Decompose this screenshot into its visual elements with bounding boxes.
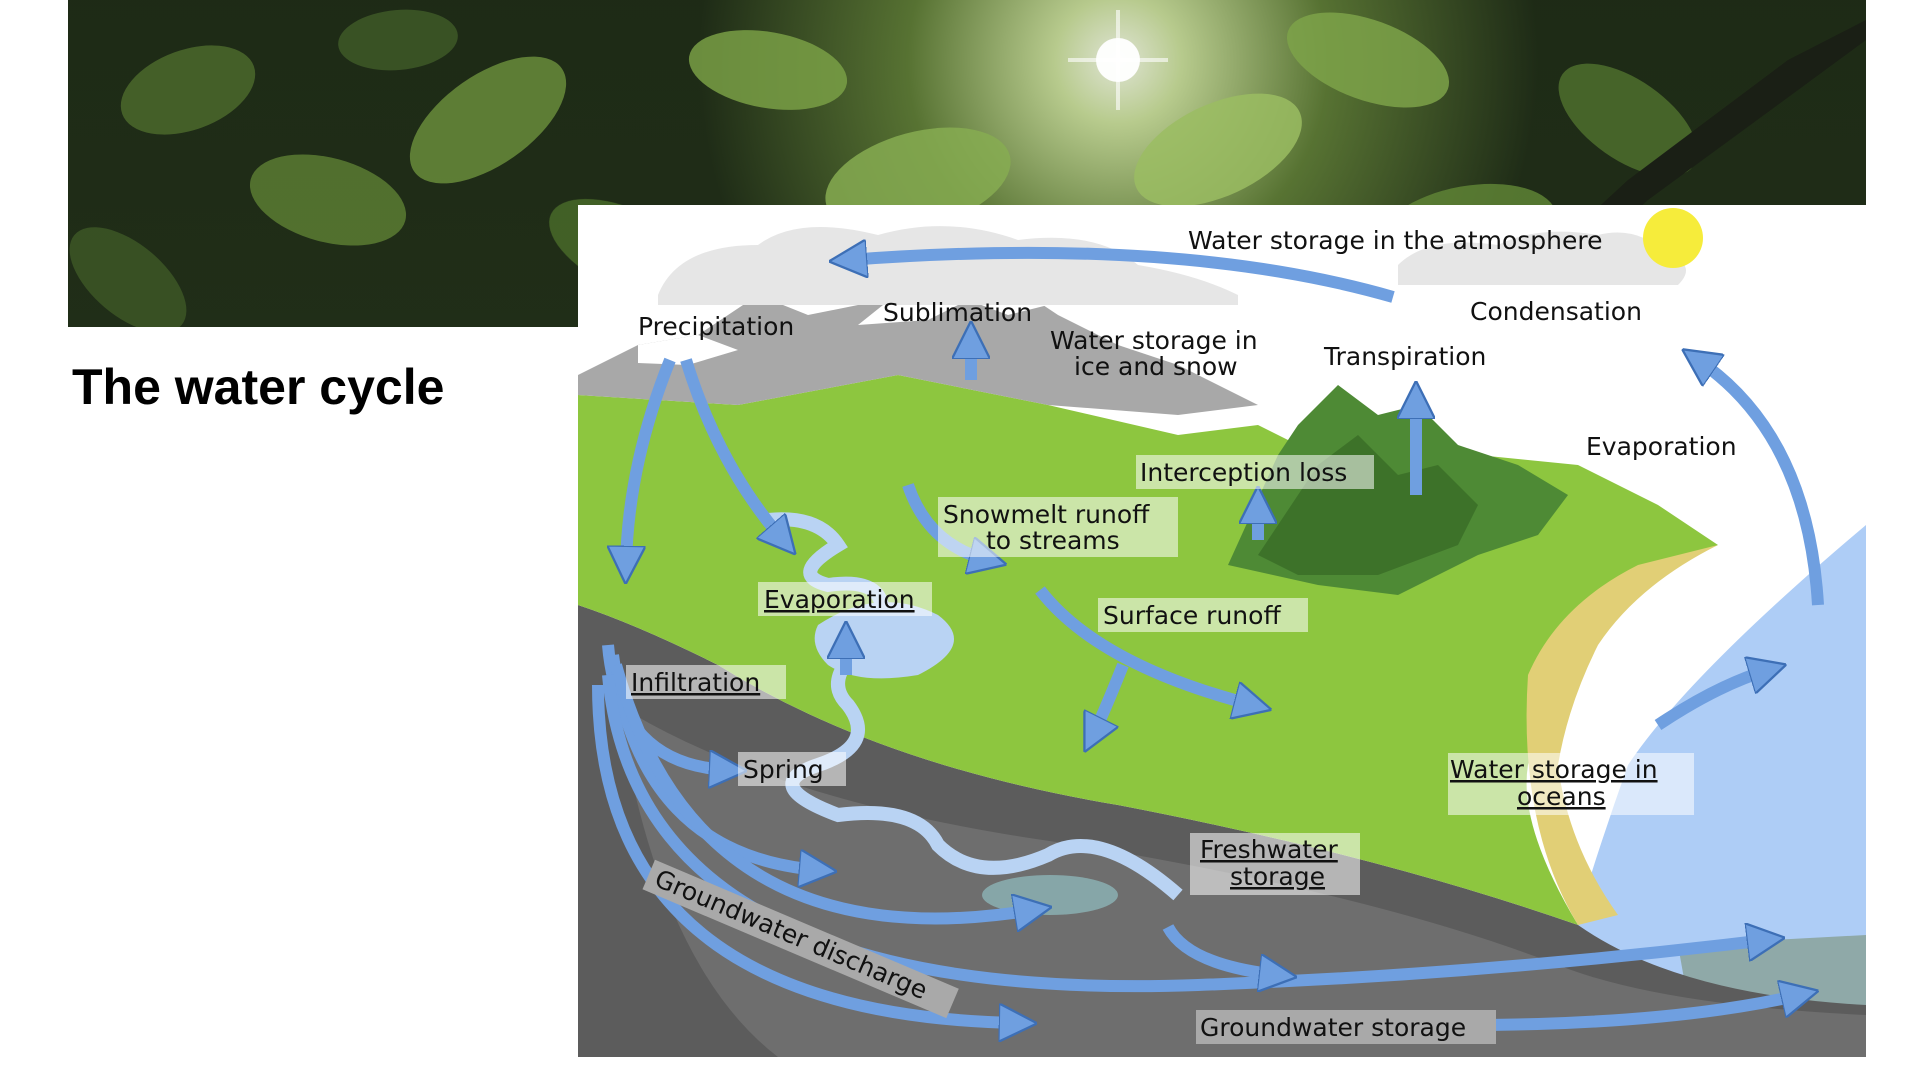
atmosphere-arrow — [848, 253, 1395, 303]
ocean-flow-arrow — [1654, 670, 1768, 730]
label-freshwater-line2: storage — [1230, 862, 1325, 891]
label-ice-snow-line2: ice and snow — [1074, 352, 1238, 381]
label-freshwater-line1: Freshwater — [1200, 835, 1338, 864]
cloud-right — [1398, 231, 1686, 285]
label-surface-runoff: Surface runoff — [1103, 601, 1281, 630]
label-interception-loss: Interception loss — [1140, 458, 1347, 487]
label-groundwater-storage: Groundwater storage — [1200, 1013, 1466, 1042]
label-transpiration: Transpiration — [1323, 342, 1486, 371]
beach — [1526, 545, 1718, 925]
precipitation-arrow-2 — [680, 358, 783, 540]
evaporation-ocean-arrow — [1698, 360, 1824, 606]
slide-title: The water cycle — [72, 359, 445, 415]
label-precipitation: Precipitation — [638, 312, 794, 341]
freshwater-arrow — [1162, 923, 1278, 975]
label-evaporation-ocean: Evaporation — [1586, 432, 1737, 461]
label-snowmelt-line2: to streams — [986, 526, 1120, 555]
groundwater-storage-arrow — [1487, 995, 1800, 1031]
groundwater-arrow-3 — [602, 674, 1766, 993]
label-ocean-storage-line1: Water storage in — [1450, 755, 1658, 784]
groundwater-arrow-4 — [592, 684, 1018, 1023]
water-cycle-diagram: .arr { fill: none; stroke: #6f9fe0; stro… — [578, 205, 1866, 1057]
label-evaporation-lake: Evaporation — [764, 585, 915, 614]
surface-runoff-arrow-2 — [1093, 662, 1129, 735]
label-sublimation: Sublimation — [883, 298, 1032, 327]
label-ice-snow-line1: Water storage in — [1050, 326, 1258, 355]
label-infiltration: Infiltration — [631, 668, 760, 697]
label-snowmelt-line1: Snowmelt runoff — [943, 500, 1150, 529]
precipitation-arrow-1 — [626, 357, 676, 565]
label-atmosphere: Water storage in the atmosphere — [1188, 226, 1602, 255]
label-ocean-storage-line2: oceans — [1517, 782, 1606, 811]
sun — [1643, 208, 1703, 268]
label-spring: Spring — [743, 755, 824, 784]
surface-runoff-arrow-1 — [1035, 586, 1253, 705]
cloud-left — [658, 226, 1238, 305]
label-condensation: Condensation — [1470, 297, 1642, 326]
groundwater-arrow-2 — [610, 663, 1033, 919]
